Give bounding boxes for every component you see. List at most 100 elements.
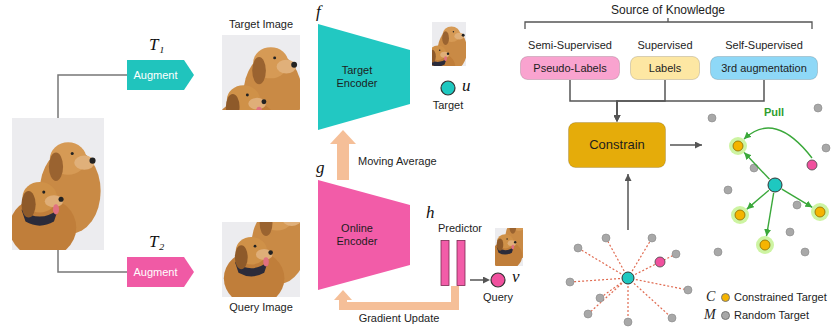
photo-part	[296, 215, 302, 221]
photo-part	[254, 245, 257, 248]
photo-part	[277, 60, 297, 74]
random-target-dot	[668, 314, 676, 322]
random-target-dot	[648, 234, 656, 242]
photo-part	[21, 191, 35, 217]
random-target-dot	[602, 234, 610, 242]
dog-photo	[222, 179, 314, 306]
constrained-target-dot	[760, 240, 770, 250]
constrained-target-dot	[735, 210, 745, 220]
random-target-dot	[672, 250, 680, 258]
target-node-outline	[440, 80, 456, 96]
photo-part	[226, 94, 240, 119]
predictor-layer	[441, 241, 449, 286]
random-target-dot	[684, 286, 692, 294]
random-target-dot	[596, 294, 604, 302]
node-text: Predictor	[438, 222, 482, 235]
photo-part	[454, 33, 464, 40]
edge-label: Gradient Update	[358, 312, 441, 325]
knowledge-box: Semi-SupervisedPseudo-Labels	[520, 56, 620, 80]
node-text: Target Encoder	[326, 64, 388, 90]
photo-part	[263, 257, 269, 266]
photo-part	[462, 34, 465, 37]
random-target-dot	[801, 248, 809, 256]
random-target-dot	[786, 228, 794, 236]
photo-part	[261, 99, 266, 104]
similarity-line	[578, 248, 628, 278]
random-target-scatter	[566, 234, 692, 326]
math-symbol: v	[512, 268, 520, 286]
rounded-box	[711, 57, 818, 80]
photo-part	[235, 245, 248, 269]
photo-part	[528, 223, 531, 226]
knowledge-box: Self-Supervised3rd augmentation	[710, 56, 818, 80]
similarity-line	[570, 278, 628, 282]
photo-part	[291, 62, 297, 68]
photo-part	[506, 238, 507, 239]
glow-halo	[731, 206, 749, 224]
node-text: Target Image	[229, 18, 293, 31]
glow-halo	[756, 236, 774, 254]
node-text: Supervised	[637, 39, 692, 52]
augment-block: T₂Augment	[127, 257, 194, 287]
random-target-dot	[584, 310, 592, 318]
photo-part	[248, 98, 266, 110]
flow-arrow	[470, 279, 483, 281]
photo-part	[283, 213, 301, 226]
flow-arrow	[570, 80, 617, 115]
node-text: Query Image	[229, 301, 293, 314]
photo-part	[279, 210, 282, 213]
photo-part	[444, 56, 447, 61]
math-symbol: u	[462, 77, 471, 95]
dog-photo	[490, 204, 538, 270]
flow-arrow	[343, 286, 455, 306]
constrained-target-dot	[815, 207, 825, 217]
photo-part	[440, 52, 449, 58]
predictor-block: hPredictor	[440, 240, 470, 286]
target-dot	[768, 178, 782, 192]
flow-arrow	[627, 174, 629, 230]
photo-part	[42, 191, 45, 194]
legend-swatch	[721, 293, 730, 302]
image-frame: Target Image	[222, 35, 300, 110]
photo-part	[45, 195, 63, 207]
legend-symbol: M	[704, 306, 716, 323]
target-node: uTarget	[440, 80, 456, 96]
section-title: Source of Knowledge	[611, 3, 725, 18]
math-symbol: h	[426, 204, 435, 222]
photo-part	[509, 220, 516, 233]
random-target-dot	[566, 278, 574, 286]
legend-symbol: C	[706, 288, 715, 305]
photo-part	[422, 15, 471, 79]
photo-part	[447, 53, 449, 55]
random-target-dot	[624, 318, 632, 326]
photo-part	[521, 222, 531, 229]
dog-photo	[7, 118, 109, 258]
photo-part	[273, 56, 276, 59]
photo-part	[256, 249, 273, 260]
legend-row: Random Target	[721, 309, 809, 322]
node-text: Labels	[649, 62, 681, 75]
target-dot	[622, 272, 634, 284]
legend-swatch	[721, 311, 730, 320]
flow-arrow	[617, 80, 764, 115]
similarity-line	[627, 278, 628, 322]
constrained-target-scatter	[708, 104, 830, 256]
random-target-dot	[814, 104, 822, 112]
legend-text: Constrained Target	[734, 291, 827, 303]
random-target-dot	[708, 114, 716, 122]
similarity-line	[628, 278, 672, 318]
pull-arrow	[744, 128, 812, 158]
encoder-block: gOnline Encoder	[318, 180, 410, 290]
encoder-shape	[318, 24, 410, 130]
photo-part	[429, 50, 436, 63]
similarity-line	[628, 278, 688, 290]
similarity-line	[588, 278, 628, 314]
photo-part	[508, 240, 517, 246]
predictor-block-outline	[440, 240, 470, 286]
random-target-dot	[714, 248, 722, 256]
pull-arrow	[744, 153, 769, 180]
node-text: Target	[433, 99, 464, 112]
node-text: Self-Supervised	[725, 39, 803, 52]
node-text: Augment	[133, 69, 177, 82]
random-target-dot	[724, 186, 732, 194]
